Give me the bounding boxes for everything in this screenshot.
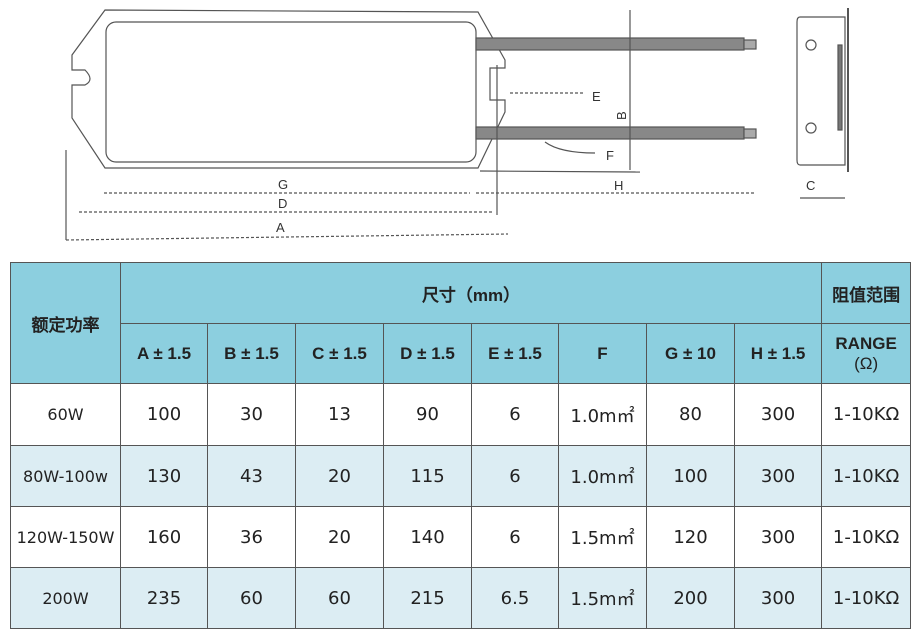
range-header-cn: 阻值范围 <box>821 262 912 324</box>
power-cell: 200W <box>10 567 121 629</box>
range-cell: 1-10KΩ <box>821 567 912 629</box>
value-cell: 43 <box>207 445 296 507</box>
range-label: RANGE <box>835 333 897 353</box>
label-e: E <box>592 89 601 104</box>
lead-wire-top <box>475 37 745 51</box>
value-cell: 120 <box>646 506 735 568</box>
col-f: F <box>558 323 647 384</box>
col-a: A ± 1.5 <box>120 323 208 384</box>
label-f: F <box>606 148 614 163</box>
power-cell: 60W <box>10 383 121 446</box>
value-cell: 60 <box>295 567 384 629</box>
value-cell: 60 <box>207 567 296 629</box>
resistor-body <box>105 21 477 163</box>
col-b: B ± 1.5 <box>207 323 296 384</box>
col-c: C ± 1.5 <box>295 323 384 384</box>
range-cell: 1-10KΩ <box>821 445 912 507</box>
range-cell: 1-10KΩ <box>821 383 912 446</box>
col-h: H ± 1.5 <box>733 323 823 384</box>
value-cell: 6 <box>471 383 559 446</box>
value-cell: 80 <box>646 383 735 446</box>
value-cell: 160 <box>120 506 208 568</box>
label-g: G <box>278 177 288 192</box>
col-d: D ± 1.5 <box>383 323 472 384</box>
value-cell: 30 <box>207 383 296 446</box>
value-cell: 1.0m㎡ <box>558 383 647 446</box>
value-cell: 300 <box>733 383 823 446</box>
lead-wire-bottom <box>475 126 745 140</box>
label-a: A <box>276 220 285 235</box>
range-cell: 1-10KΩ <box>821 506 912 568</box>
value-cell: 20 <box>295 445 384 507</box>
value-cell: 6 <box>471 445 559 507</box>
value-cell: 130 <box>120 445 208 507</box>
value-cell: 115 <box>383 445 472 507</box>
size-header: 尺寸（mm） <box>119 262 823 324</box>
side-view <box>796 16 846 166</box>
label-b: B <box>614 111 629 120</box>
col-e: E ± 1.5 <box>471 323 559 384</box>
label-h: H <box>614 178 623 193</box>
value-cell: 100 <box>120 383 208 446</box>
value-cell: 300 <box>733 445 823 507</box>
value-cell: 300 <box>733 506 823 568</box>
value-cell: 200 <box>646 567 735 629</box>
resistor-outline <box>71 9 506 169</box>
value-cell: 20 <box>295 506 384 568</box>
value-cell: 6 <box>471 506 559 568</box>
label-d: D <box>278 196 287 211</box>
value-cell: 140 <box>383 506 472 568</box>
value-cell: 1.5m㎡ <box>558 506 647 568</box>
power-cell: 80W-100w <box>10 445 121 507</box>
power-header: 额定功率 <box>10 262 121 384</box>
spec-table: 额定功率 尺寸（mm） 阻值范围 A ± 1.5 B ± 1.5 C ± 1.5… <box>10 262 912 629</box>
col-g: G ± 10 <box>646 323 735 384</box>
value-cell: 13 <box>295 383 384 446</box>
value-cell: 215 <box>383 567 472 629</box>
resistor-dimension-drawing: G D A E F H B C <box>65 8 849 241</box>
value-cell: 100 <box>646 445 735 507</box>
value-cell: 36 <box>207 506 296 568</box>
value-cell: 300 <box>733 567 823 629</box>
value-cell: 235 <box>120 567 208 629</box>
range-unit: (Ω) <box>854 353 879 373</box>
value-cell: 1.5m㎡ <box>558 567 647 629</box>
range-header-en: RANGE(Ω) <box>821 323 912 384</box>
label-c: C <box>806 178 815 193</box>
value-cell: 90 <box>383 383 472 446</box>
value-cell: 1.0m㎡ <box>558 445 647 507</box>
power-cell: 120W-150W <box>10 506 121 568</box>
value-cell: 6.5 <box>471 567 559 629</box>
